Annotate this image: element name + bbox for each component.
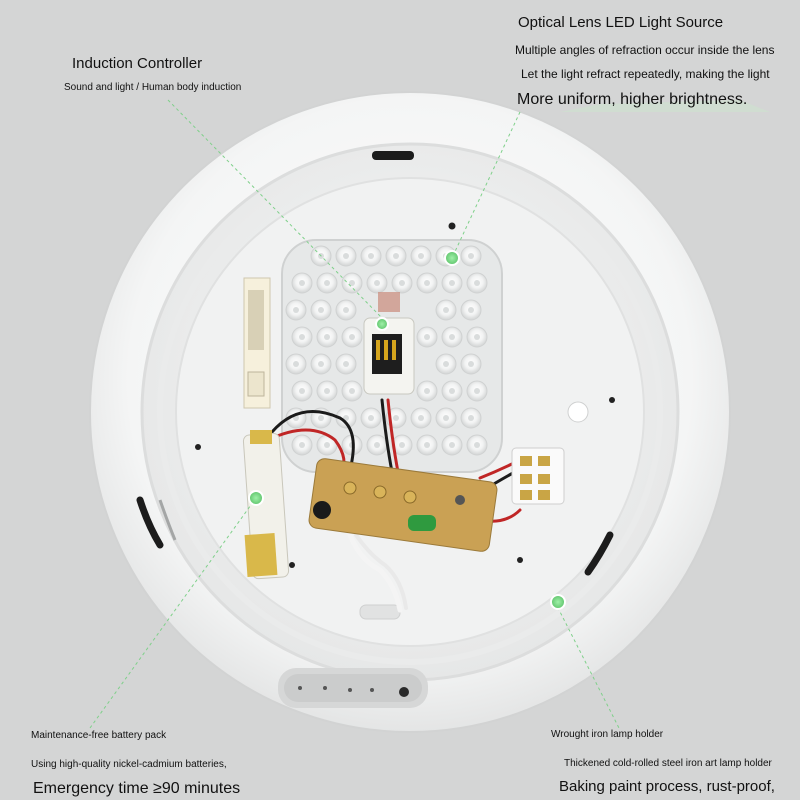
- led-chip: [449, 388, 455, 394]
- led-chip: [399, 280, 405, 286]
- led-chip: [324, 388, 330, 394]
- led-chip: [374, 442, 380, 448]
- led-chip: [299, 280, 305, 286]
- led-chip: [318, 415, 324, 421]
- led-chip: [299, 442, 305, 448]
- led-chip: [424, 388, 430, 394]
- led-chip: [449, 442, 455, 448]
- terminal-block: [511, 447, 565, 505]
- led-chip: [343, 253, 349, 259]
- led-chip: [468, 415, 474, 421]
- led-chip: [324, 442, 330, 448]
- controller-callout-line1: Sound and light / Human body induction: [64, 82, 242, 93]
- controller-callout-title: Induction Controller: [72, 55, 203, 72]
- led-chip: [374, 280, 380, 286]
- holder-callout-title: Wrought iron lamp holder: [551, 729, 664, 740]
- led-chip: [443, 415, 449, 421]
- led-chip: [443, 307, 449, 313]
- led-chip: [324, 334, 330, 340]
- led-chip: [293, 307, 299, 313]
- led-chip: [443, 361, 449, 367]
- led-chip: [293, 361, 299, 367]
- lens-callout-line3: More uniform, higher brightness.: [517, 91, 748, 108]
- lens-callout-line1: Multiple angles of refraction occur insi…: [515, 43, 775, 57]
- led-chip: [399, 442, 405, 448]
- driver-pcb: [308, 458, 498, 552]
- led-chip: [368, 415, 374, 421]
- rating-sticker: [243, 277, 271, 409]
- battery-callout-line2: Emergency time ≥90 minutes: [33, 780, 241, 797]
- led-chip: [424, 334, 430, 340]
- led-chip: [468, 253, 474, 259]
- led-chip: [393, 415, 399, 421]
- led-chip: [349, 334, 355, 340]
- led-chip: [343, 361, 349, 367]
- bg-streak: [560, 100, 770, 112]
- led-chip: [449, 280, 455, 286]
- led-chip: [368, 253, 374, 259]
- callout-markers: [248, 250, 566, 610]
- holder-callout-line2: Baking paint process, rust-proof,: [559, 778, 775, 795]
- led-chip: [424, 442, 430, 448]
- led-chip: [418, 415, 424, 421]
- led-chip: [393, 253, 399, 259]
- led-chip: [474, 442, 480, 448]
- led-chip: [343, 307, 349, 313]
- led-chip: [299, 388, 305, 394]
- led-chip: [474, 388, 480, 394]
- led-chip: [474, 334, 480, 340]
- holder-callout-line1: Thickened cold-rolled steel iron art lam…: [564, 758, 772, 769]
- lens-callout-title: Optical Lens LED Light Source: [518, 14, 724, 31]
- led-chip: [468, 361, 474, 367]
- led-chip: [299, 334, 305, 340]
- led-chip: [318, 307, 324, 313]
- led-chip: [468, 307, 474, 313]
- led-chip: [424, 280, 430, 286]
- led-chip: [324, 280, 330, 286]
- led-chip: [418, 253, 424, 259]
- led-chip: [318, 361, 324, 367]
- leader-lines: [89, 99, 621, 731]
- led-chip: [349, 280, 355, 286]
- lens-callout-line2: Let the light refract repeatedly, making…: [521, 67, 770, 81]
- led-chip: [349, 388, 355, 394]
- led-chip: [474, 280, 480, 286]
- battery-pack: [242, 430, 290, 580]
- led-chip: [449, 334, 455, 340]
- battery-callout-line1: Using high-quality nickel-cadmium batter…: [31, 759, 227, 770]
- battery-callout-title: Maintenance-free battery pack: [31, 730, 167, 741]
